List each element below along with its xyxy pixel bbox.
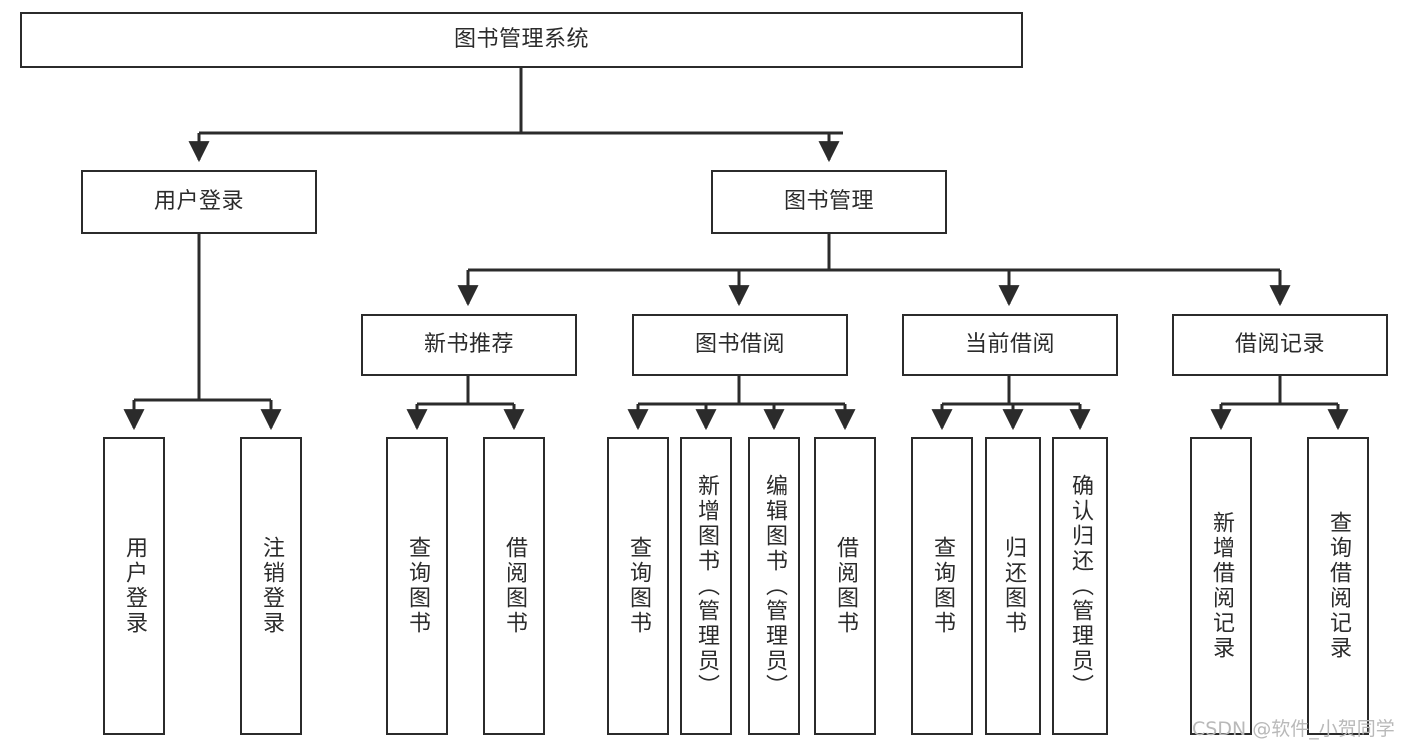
node-current-borrow[interactable]: 当前借阅 [902, 314, 1118, 376]
node-book-borrow-label: 图书借阅 [694, 331, 785, 357]
leaf-node-label: 用户登录 [122, 536, 147, 636]
node-user-login[interactable]: 用户登录 [81, 170, 317, 234]
leaf-node-label: 借阅图书 [502, 536, 527, 636]
node-user-login-label: 用户登录 [153, 188, 244, 214]
node-new-book-recommend[interactable]: 新书推荐 [361, 314, 577, 376]
node-book-management[interactable]: 图书管理 [711, 170, 947, 234]
leaf-node[interactable]: 查询图书 [911, 437, 973, 735]
leaf-node-label: 查询借阅记录 [1326, 511, 1351, 661]
node-borrow-record[interactable]: 借阅记录 [1172, 314, 1388, 376]
node-book-borrow[interactable]: 图书借阅 [632, 314, 848, 376]
leaf-node-label: 新增图书（管理员） [694, 473, 719, 699]
leaf-node-label: 注销登录 [259, 536, 284, 636]
leaf-node[interactable]: 新增借阅记录 [1190, 437, 1252, 735]
leaf-node[interactable]: 确认归还（管理员） [1052, 437, 1108, 735]
leaf-node[interactable]: 用户登录 [103, 437, 165, 735]
leaf-node[interactable]: 归还图书 [985, 437, 1041, 735]
leaf-node-label: 确认归还（管理员） [1068, 473, 1093, 699]
leaf-node-label: 归还图书 [1001, 536, 1026, 636]
node-root[interactable]: 图书管理系统 [20, 12, 1023, 68]
leaf-node[interactable]: 编辑图书（管理员） [748, 437, 800, 735]
leaf-node-label: 借阅图书 [833, 536, 858, 636]
leaf-node[interactable]: 新增图书（管理员） [680, 437, 732, 735]
leaf-node-label: 查询图书 [930, 536, 955, 636]
leaf-node-label: 查询图书 [626, 536, 651, 636]
leaf-node[interactable]: 查询借阅记录 [1307, 437, 1369, 735]
node-borrow-record-label: 借阅记录 [1234, 331, 1325, 357]
leaf-node-label: 查询图书 [405, 536, 430, 636]
node-current-borrow-label: 当前借阅 [964, 331, 1055, 357]
csdn-watermark: CSDN @软件_小贺同学 [1192, 718, 1395, 740]
node-new-book-recommend-label: 新书推荐 [423, 331, 514, 357]
node-root-label: 图书管理系统 [453, 26, 589, 52]
leaf-node[interactable]: 注销登录 [240, 437, 302, 735]
leaf-node-label: 新增借阅记录 [1209, 511, 1234, 661]
leaf-node[interactable]: 借阅图书 [483, 437, 545, 735]
leaf-node-label: 编辑图书（管理员） [762, 473, 787, 699]
node-book-management-label: 图书管理 [783, 188, 874, 214]
leaf-node[interactable]: 查询图书 [607, 437, 669, 735]
leaf-node[interactable]: 借阅图书 [814, 437, 876, 735]
leaf-node[interactable]: 查询图书 [386, 437, 448, 735]
